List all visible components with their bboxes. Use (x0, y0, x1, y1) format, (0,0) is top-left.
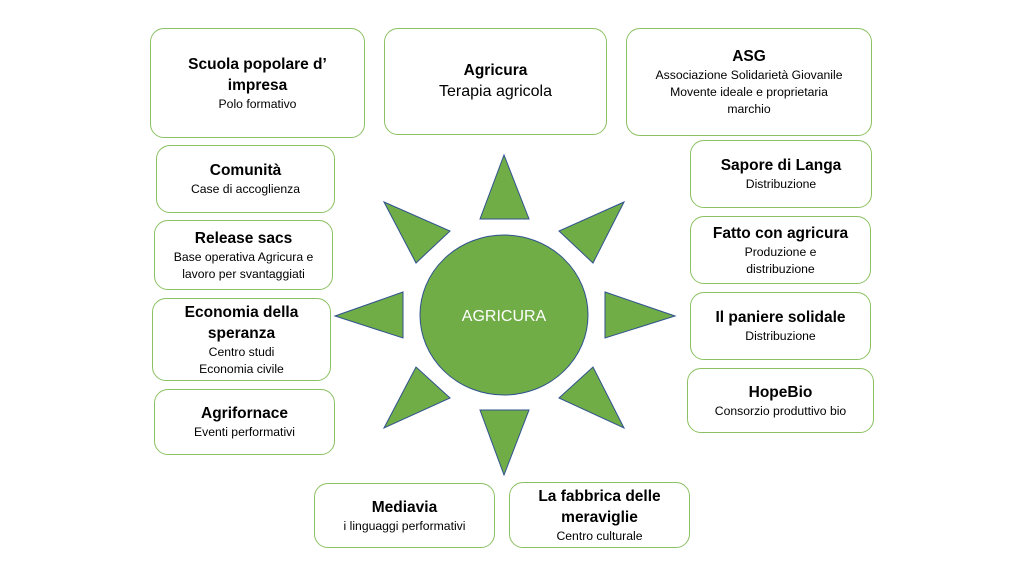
box-title: La fabbrica delle meraviglie (538, 487, 661, 526)
box-line: Case di accoglienza (190, 182, 301, 196)
box-fatto: Fatto con agricura Produzione e distribu… (690, 216, 871, 284)
box-line: Polo formativo (218, 96, 297, 111)
box-line: Consorzio produttivo bio (714, 403, 847, 418)
box-line: Economia civile (199, 361, 284, 376)
box-title: Sapore di Langa (720, 157, 842, 174)
box-line: Centro culturale (556, 528, 643, 543)
box-release: Release sacs Base operativa Agricura e l… (154, 220, 333, 290)
box-asg: ASG Associazione Solidarietà Giovanile M… (626, 28, 872, 136)
box-comunita: Comunità Case di accoglienza (156, 145, 335, 213)
ray-top (479, 153, 530, 220)
box-line: Movente ideale e proprietaria marchio (670, 85, 828, 116)
box-agrifornace: Agrifornace Eventi performativi (154, 389, 335, 455)
box-agricura: Agricura Terapia agricola (384, 28, 607, 135)
box-line: Base operativa Agricura e lavoro per sva… (173, 249, 314, 281)
box-title: ASG (732, 48, 766, 65)
center-circle (419, 234, 589, 396)
ray-top-right (558, 200, 626, 264)
box-title: Release sacs (194, 229, 293, 247)
box-title: Agrifornace (201, 405, 288, 422)
box-mediavia: Mediavia i linguaggi performativi (314, 483, 495, 548)
box-title: Comunità (209, 162, 282, 179)
box-paniere: Il paniere solidale Distribuzione (690, 292, 871, 360)
box-title: Mediavia (371, 498, 438, 516)
ray-left (333, 291, 404, 339)
box-line: Centro studi (208, 344, 275, 359)
center-label: AGRICURA (462, 308, 547, 325)
box-title: Fatto con agricura (712, 224, 849, 242)
ray-top-left (382, 200, 451, 264)
box-fabbrica: La fabbrica delle meraviglie Centro cult… (509, 482, 690, 548)
box-title: Agricura (463, 62, 528, 79)
ray-bottom (479, 409, 530, 477)
ray-right (604, 291, 677, 339)
ray-bottom-right (558, 366, 626, 430)
box-title: Il paniere solidale (715, 309, 846, 326)
box-line: Produzione e distribuzione (744, 244, 817, 276)
ray-bottom-left (382, 366, 451, 430)
box-line: Distribuzione (745, 177, 817, 191)
box-title: Economia della speranza (184, 303, 299, 342)
box-line: Eventi performativi (194, 425, 295, 439)
box-scuola: Scuola popolare d’ impresa Polo formativ… (150, 28, 365, 138)
box-line: i linguaggi performativi (343, 518, 466, 533)
box-line: Associazione Solidarietà Giovanile (655, 68, 843, 82)
box-line: Terapia agricola (439, 83, 552, 100)
box-title: Scuola popolare d’ impresa (188, 55, 327, 94)
box-hopebio: HopeBio Consorzio produttivo bio (687, 368, 874, 433)
box-economia: Economia della speranza Centro studi Eco… (152, 298, 331, 381)
box-title: HopeBio (748, 383, 813, 401)
box-sapore: Sapore di Langa Distribuzione (690, 140, 872, 208)
box-line: Distribuzione (745, 329, 816, 343)
